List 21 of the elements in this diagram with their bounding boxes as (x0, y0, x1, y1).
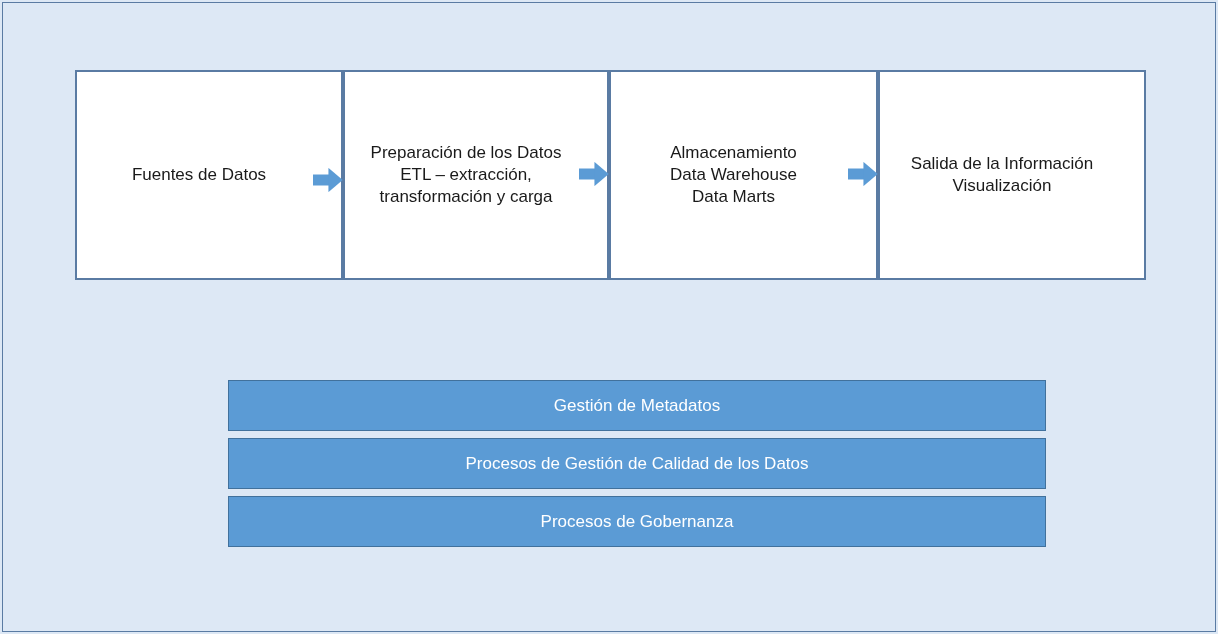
step-text: ETL – extracción, transformación y carga (378, 163, 554, 209)
stage-box (75, 70, 343, 280)
bar-label: Procesos de Gestión de Calidad de los Datos (465, 452, 809, 475)
step-text: Preparación de los Datos (370, 141, 562, 164)
process-bar (228, 496, 1046, 547)
stage-box (343, 70, 609, 280)
block-arrow (579, 161, 609, 187)
stage-box (878, 70, 1146, 280)
process-bar (228, 380, 1046, 431)
step-text: Salida de la Información (910, 152, 1094, 175)
step-text: Data Marts (691, 186, 776, 209)
step-text: Data Warehouse (670, 163, 797, 186)
block-arrow (848, 161, 878, 187)
block-arrow (313, 167, 343, 193)
process-bar (228, 438, 1046, 489)
bar-label: Procesos de Gobernanza (540, 510, 734, 533)
bar-label: Gestión de Metadatos (553, 394, 721, 417)
step-text: Almacenamiento (670, 141, 797, 164)
stage-box (609, 70, 878, 280)
step-text: Visualización (952, 175, 1052, 197)
step-text: Fuentes de Datos (131, 163, 267, 186)
